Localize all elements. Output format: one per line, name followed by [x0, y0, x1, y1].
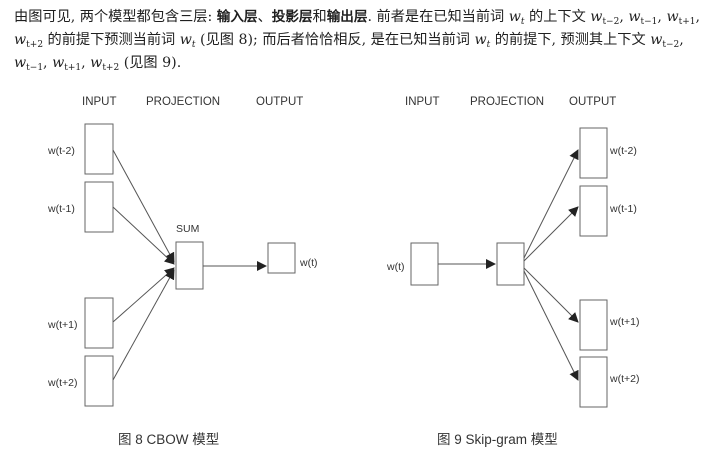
cbow-input-label: w(t-2)	[47, 145, 75, 157]
skipgram-output-label: w(t+2)	[609, 373, 639, 385]
math-sub: t	[520, 17, 525, 27]
skipgram-diagram: INPUT PROJECTION OUTPUT w(t) w(t-2) w(t-…	[386, 96, 639, 447]
math-w: w	[14, 32, 27, 48]
cbow-input-box	[84, 355, 114, 407]
skipgram-header-output: OUTPUT	[569, 96, 616, 108]
cbow-edge-arrow	[112, 267, 175, 323]
math-sub: t+2	[26, 40, 44, 50]
skipgram-caption: 图 9 Skip-gram 模型	[437, 432, 558, 447]
cbow-sum-label: SUM	[176, 223, 199, 235]
math-w: w	[590, 9, 603, 25]
cbow-input-label: w(t+1)	[47, 319, 77, 331]
math-w: w	[650, 32, 663, 48]
bold-projection-layer: 投影层	[271, 9, 313, 25]
skipgram-output-box	[579, 299, 608, 351]
cbow-edge-arrow	[112, 206, 175, 265]
math-sub: t	[486, 40, 491, 50]
bold-input-layer: 输入层	[216, 9, 258, 25]
skipgram-projection-box	[496, 242, 525, 286]
cbow-output-label: w(t)	[299, 257, 318, 269]
text-span: (见图 8); 而后者恰恰相反, 是在已知当前词	[195, 32, 475, 48]
math-w: w	[666, 9, 679, 25]
math-sub: t−2	[602, 17, 620, 27]
cbow-caption: 图 8 CBOW 模型	[118, 432, 219, 447]
skipgram-input-label: w(t)	[386, 261, 405, 273]
skipgram-output-box	[579, 185, 608, 237]
text-span: (见图 9).	[119, 55, 182, 71]
text-span: 的上下文	[524, 9, 591, 25]
text-span: 由图可见, 两个模型都包含三层:	[14, 9, 217, 25]
math-w: w	[474, 32, 487, 48]
cbow-diagram: INPUT PROJECTION OUTPUT w(t-2) w(t-1) w(…	[47, 96, 318, 447]
skipgram-edge-arrow	[523, 206, 579, 262]
math-sub: t+1	[64, 63, 82, 73]
cbow-input-label: w(t-1)	[47, 203, 75, 215]
cbow-output-box	[267, 242, 296, 274]
skipgram-output-box	[579, 356, 608, 408]
text-span: 的前提下, 预测其上下文	[490, 32, 651, 48]
text-span: . 前者是在已知当前词	[367, 9, 509, 25]
math-w: w	[52, 55, 65, 71]
math-sub: t−2	[662, 40, 680, 50]
cbow-edge-arrow	[112, 269, 175, 381]
math-w: w	[628, 9, 641, 25]
cbow-input-box	[84, 123, 114, 175]
math-w: w	[90, 55, 103, 71]
skipgram-output-label: w(t+1)	[609, 316, 639, 328]
skipgram-edge-arrow	[523, 267, 579, 323]
skipgram-edge-arrow	[523, 149, 579, 259]
skipgram-output-box	[579, 127, 608, 179]
math-sub: t	[191, 40, 196, 50]
cbow-header-output: OUTPUT	[256, 96, 303, 108]
math-sub: t+1	[678, 17, 696, 27]
skipgram-edge-arrow	[523, 270, 579, 381]
cbow-header-projection: PROJECTION	[146, 96, 220, 108]
intro-paragraph: 由图可见, 两个模型都包含三层: 输入层、投影层和输出层. 前者是在已知当前词 …	[14, 9, 700, 73]
bold-output-layer: 输出层	[326, 9, 368, 25]
text-span: 、	[257, 9, 272, 25]
skipgram-output-label: w(t-1)	[609, 203, 637, 215]
text-span: 和	[312, 9, 327, 25]
text-span: 的前提下预测当前词	[43, 32, 180, 48]
cbow-input-label: w(t+2)	[47, 377, 77, 389]
cbow-projection-box	[175, 241, 204, 290]
math-w: w	[14, 55, 27, 71]
cbow-header-input: INPUT	[82, 96, 117, 108]
skipgram-header-input: INPUT	[405, 96, 440, 108]
math-w: w	[508, 9, 521, 25]
cbow-edge-arrow	[112, 149, 175, 263]
skipgram-header-projection: PROJECTION	[470, 96, 544, 108]
math-sub: t−1	[640, 17, 658, 27]
skipgram-input-box	[410, 242, 439, 286]
cbow-input-box	[84, 297, 114, 349]
math-w: w	[179, 32, 192, 48]
cbow-input-box	[84, 181, 114, 233]
skipgram-output-label: w(t-2)	[609, 145, 637, 157]
math-sub: t−1	[26, 63, 44, 73]
math-sub: t+2	[102, 63, 120, 73]
